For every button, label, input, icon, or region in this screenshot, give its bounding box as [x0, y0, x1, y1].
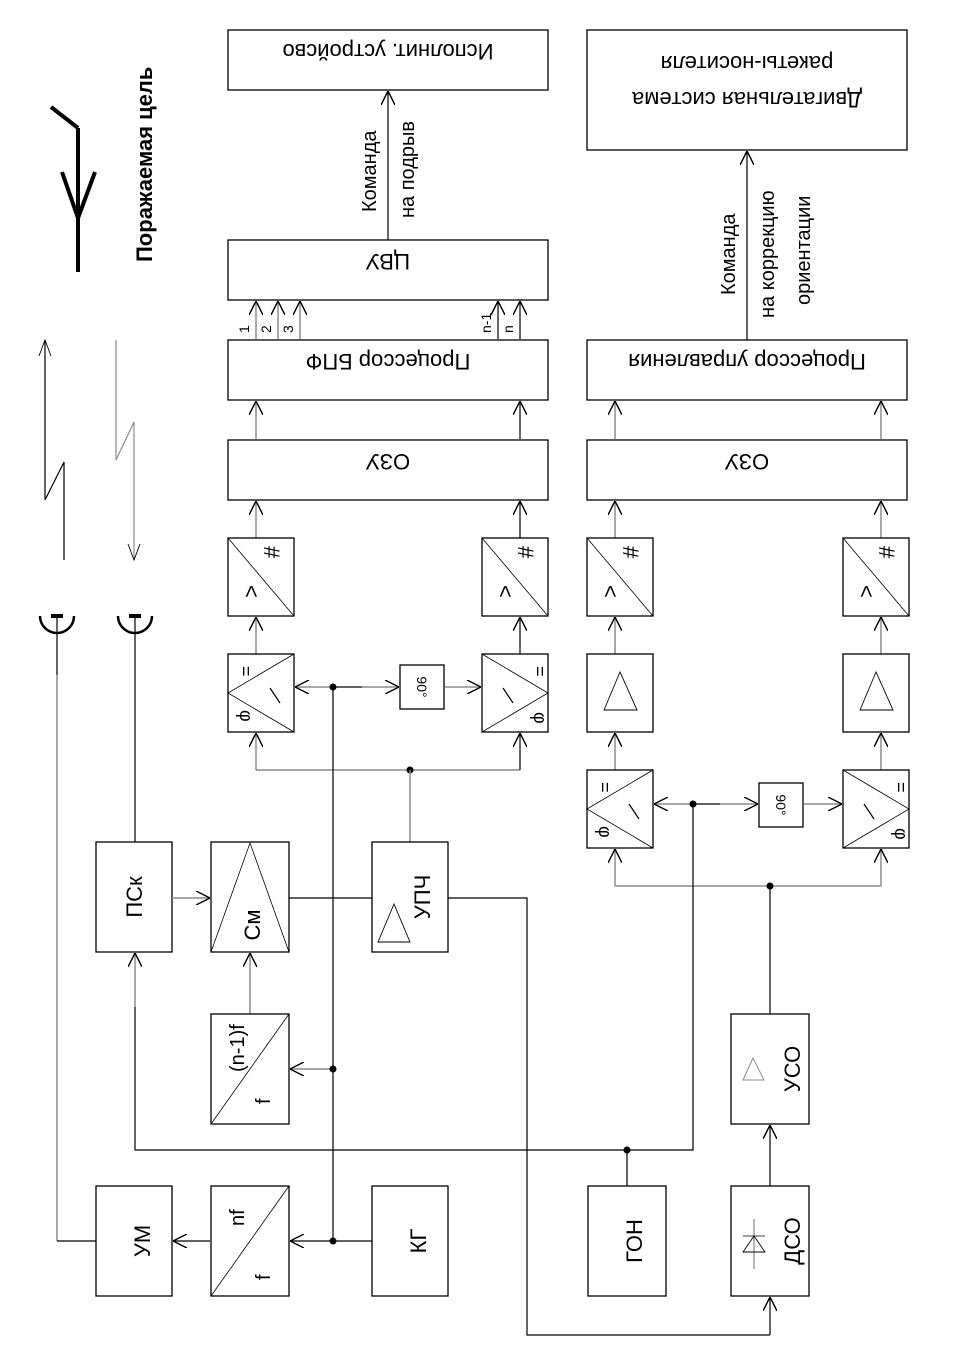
channel-2-label: 2 [258, 325, 274, 333]
receive-antenna-icon [116, 614, 154, 842]
control-processor-block [586, 339, 908, 401]
orientation-command-label-1: Команда [718, 213, 740, 295]
amplifier-right [842, 653, 910, 733]
cvu-block [227, 239, 549, 301]
phase-shifter-top [399, 664, 445, 710]
channel-1-label: 1 [236, 325, 252, 333]
amplifier-icon [603, 670, 638, 711]
cvu-label: ЦВУ [365, 249, 410, 274]
ozu-top-block [227, 439, 549, 501]
dso-label: ДСО [780, 1217, 805, 1264]
transmit-antenna-icon [38, 614, 96, 1242]
amplifier-icon [859, 670, 894, 711]
multiplier-n-top-label: nf [227, 1209, 249, 1226]
reflected-wave-icon [115, 340, 141, 562]
phase-detector-bottom-right: = φ [842, 769, 911, 849]
pd-eq-symbol: = [891, 782, 911, 793]
kg-label: КГ [406, 1229, 431, 1254]
um-label: УМ [130, 1225, 155, 1257]
amplifier-left [586, 653, 654, 733]
upch-label: УПЧ [410, 875, 435, 919]
uso-label: УСО [780, 1046, 805, 1093]
ozu-top-label: ОЗУ [365, 449, 410, 474]
multiplier-n-1-bottom-label: f [253, 1098, 275, 1104]
bpf-processor-label: Процессор БПФ [306, 349, 471, 374]
orientation-command-label-3: ориентации [793, 196, 815, 305]
adc-digital-symbol: # [513, 546, 538, 559]
mixer-block [210, 841, 290, 953]
pd-tilde-symbol [502, 687, 514, 704]
channel-n-label: n [500, 325, 516, 333]
gon-label: ГОН [622, 1219, 647, 1263]
emitted-wave-icon [38, 338, 65, 560]
detonation-command-label-2: на подрыв [397, 121, 419, 218]
target-label: Поражаемая цель [132, 67, 157, 262]
phase-detector-bottom-left: = φ [586, 769, 654, 849]
pd-eq-symbol: = [530, 666, 550, 677]
diode-icon [742, 1219, 766, 1269]
um-block [95, 1185, 173, 1297]
channel-bus [256, 301, 520, 339]
pd-phi-symbol: φ [891, 828, 911, 840]
adc-analog-symbol: < [854, 585, 879, 598]
phase-shifter-top-label: 90° [414, 676, 430, 697]
ozu-bottom-label: ОЗУ [724, 449, 769, 474]
adc-digital-symbol: # [618, 546, 643, 559]
pd-eq-symbol: = [236, 666, 256, 677]
channel-3-label: 3 [280, 325, 296, 333]
propulsion-label-1: Двигательная система [631, 87, 862, 112]
pd-tilde-symbol [628, 803, 640, 820]
channel-n-1-label: n-1 [478, 313, 494, 333]
mixer-label: См [240, 909, 265, 940]
pd-eq-symbol: = [595, 782, 615, 793]
kg-block [371, 1185, 449, 1297]
phase-detector-top-right: = φ [481, 653, 550, 733]
pd-phi-symbol: φ [530, 712, 550, 724]
multiplier-n-1-top-label: (n-1)f [227, 1024, 249, 1072]
control-processor-label: Процессор управления [628, 349, 866, 374]
propulsion-block [586, 29, 908, 151]
psk-label: ПСк [122, 876, 147, 918]
target-icon [49, 105, 97, 272]
pd-phi-symbol: φ [236, 710, 256, 722]
detonation-command-label-1: Команда [359, 130, 381, 212]
multiplier-n-block [210, 1185, 290, 1297]
adc-digital-symbol: # [259, 546, 284, 559]
amplifier-icon [742, 1056, 765, 1081]
adc-top-right: < # [481, 537, 549, 617]
phase-shifter-bottom-label: 90° [773, 794, 789, 815]
adc-digital-symbol: # [874, 546, 899, 559]
adc-top-left: < # [227, 537, 295, 617]
pd-tilde-symbol [269, 687, 281, 704]
adc-bottom-left: < # [586, 537, 654, 617]
upch-block [371, 841, 449, 953]
phase-shifter-bottom [758, 782, 804, 828]
multiplier-n-bottom-label: f [253, 1274, 275, 1280]
bpf-processor-block [227, 339, 549, 401]
adc-analog-symbol: < [598, 585, 623, 598]
orientation-command-label-2: на коррекцию [757, 190, 779, 318]
adc-analog-symbol: < [493, 585, 518, 598]
executor-block [227, 29, 549, 91]
adc-analog-symbol: < [239, 585, 264, 598]
executor-label: Исполнит. устройсво [283, 39, 494, 64]
pd-tilde-symbol [863, 803, 875, 820]
adc-bottom-right: < # [842, 537, 910, 617]
phase-detector-top-left: = φ [227, 653, 295, 733]
propulsion-label-2: ракеты-носителя [661, 51, 834, 76]
dso-block [730, 1185, 810, 1297]
gon-block [587, 1185, 667, 1297]
psk-block [95, 841, 173, 953]
amplifier-icon [377, 902, 411, 943]
ozu-bottom-block [586, 439, 908, 501]
uso-block [730, 1013, 810, 1125]
multiplier-n-1-block [210, 1013, 290, 1125]
pd-phi-symbol: φ [595, 826, 615, 838]
